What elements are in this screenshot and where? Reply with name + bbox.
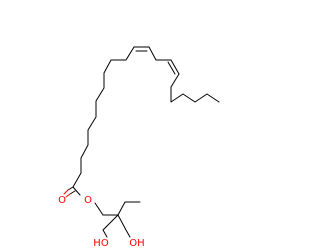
cis-double-bond-12-inner — [167, 61, 176, 75]
hydroxymethyl-left — [102, 214, 119, 238]
hydroxyl-right-label: OH — [129, 238, 144, 249]
carbon-skeleton — [72, 46, 220, 238]
ester-oxygen-label: O — [84, 195, 92, 206]
o-ch2-bond — [94, 202, 104, 216]
carbonyl-bond-outer-o — [63, 189, 69, 195]
hydroxymethyl-right — [117, 214, 131, 238]
methylene-bridge — [148, 46, 172, 61]
carbonyl-oxygen-label: O — [58, 195, 66, 206]
carbonyl-bond-inner — [69, 190, 76, 195]
terminal-alkyl-chain — [170, 86, 220, 103]
structure-canvas: O O HO OH — [58, 46, 220, 249]
hydroxyl-left-label: HO — [93, 238, 109, 249]
ethyl-group — [117, 201, 141, 216]
cis-double-bond-12 — [170, 59, 180, 75]
molecule-structure: O O HO OH — [58, 46, 220, 249]
fatty-acid-chain — [72, 46, 135, 188]
ester-single-bond — [72, 186, 81, 196]
carbonyl-group — [63, 186, 76, 198]
allylic-bond-13 — [170, 73, 180, 88]
carbonyl-bond-outer — [67, 186, 74, 191]
carbonyl-bond-inner-o — [65, 193, 71, 198]
